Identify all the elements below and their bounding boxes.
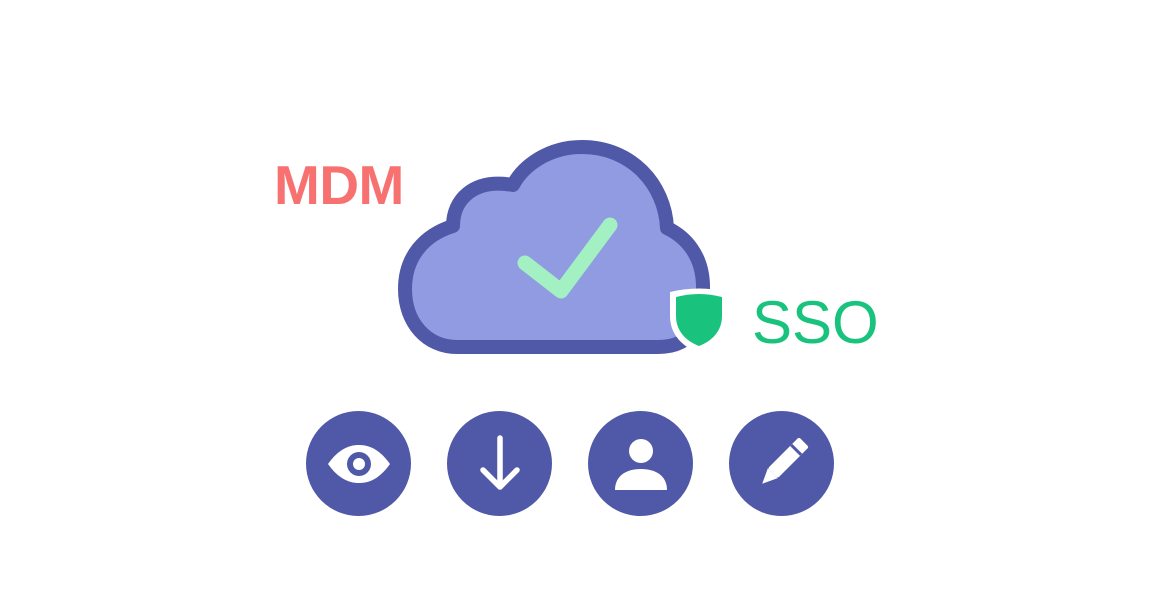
sso-label: SSO: [752, 289, 879, 356]
eye-icon: [327, 444, 390, 483]
cloud-shape: [398, 140, 710, 354]
download-icon: [479, 434, 520, 490]
pencil-icon: [761, 437, 808, 484]
cloud-icon: [398, 140, 710, 354]
shield-badge: [666, 287, 732, 355]
mdm-label: MDM: [274, 154, 404, 216]
edit-button[interactable]: [729, 411, 834, 516]
user-button[interactable]: [588, 411, 693, 516]
view-button[interactable]: [306, 411, 411, 516]
user-icon: [614, 438, 667, 490]
shield-icon: [670, 288, 728, 353]
download-button[interactable]: [447, 411, 552, 516]
cloud-graphic: [395, 140, 715, 360]
checkmark-icon: [517, 217, 618, 299]
